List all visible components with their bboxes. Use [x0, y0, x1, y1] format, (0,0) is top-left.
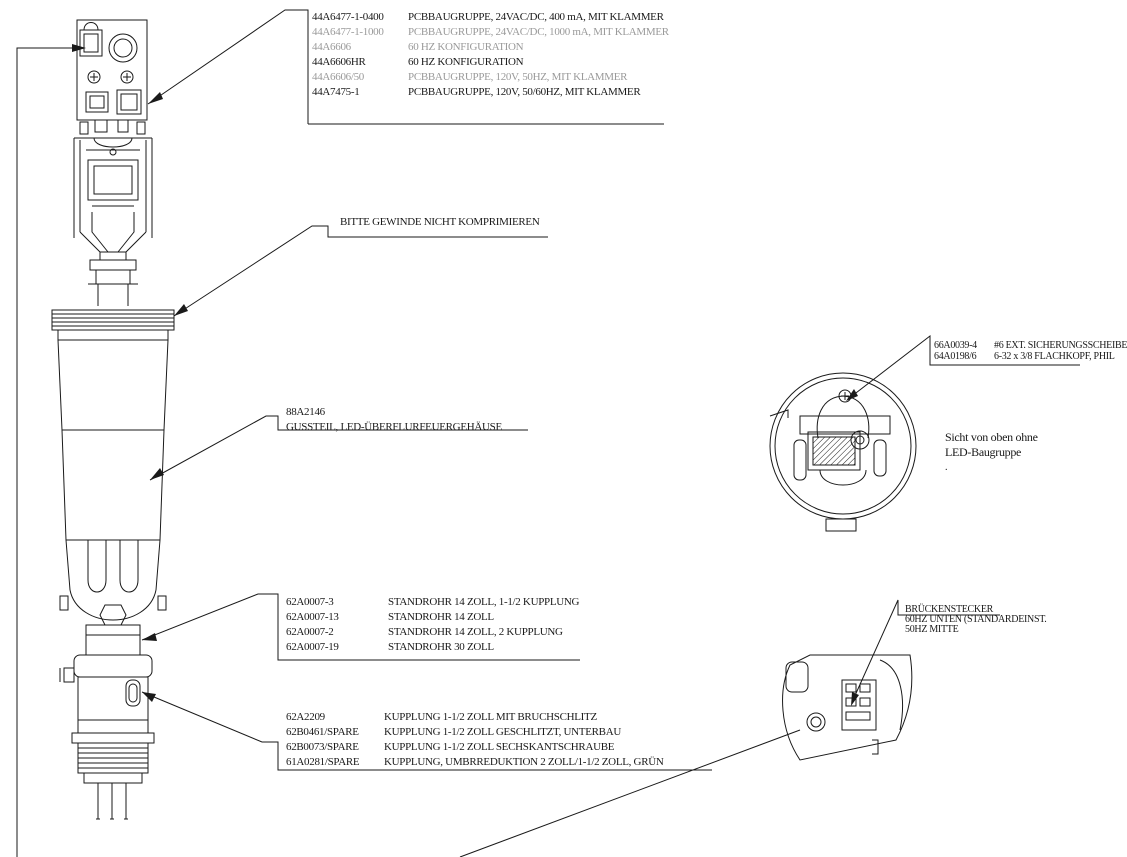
part-row: 44A6477-1-1000 PCBBAUGRUPPE, 24VAC/DC, 10… — [312, 25, 669, 40]
housing-callout: 88A2146 GUSSTEIL, LED-ÜBERFLURFEUERGEHÄU… — [286, 405, 502, 435]
housing-thread — [51, 309, 175, 341]
part-description: 60 HZ KONFIGURATION — [408, 56, 524, 68]
part-number: 62A0007-13 — [286, 611, 339, 623]
caption-line: Sicht von oben ohne — [945, 430, 1038, 444]
part-row: 62B0461/SPARE KUPPLUNG 1-1/2 ZOLL GESCHLI… — [286, 725, 664, 740]
part-number: 44A7475-1 — [312, 86, 360, 98]
caption-line: LED-Baugruppe — [945, 445, 1022, 459]
part-number: 62A0007-3 — [286, 596, 334, 608]
part-description: STANDROHR 30 ZOLL — [388, 641, 494, 653]
lens-flange — [88, 251, 138, 306]
jumper-line: 60HZ UNTEN (STANDARDEINST. — [905, 614, 1047, 625]
leader-lines — [141, 9, 1080, 857]
part-number: 62B0073/SPARE — [286, 741, 359, 753]
jumper-detail — [782, 654, 913, 761]
part-row: 44A6606 60 HZ KONFIGURATION — [312, 40, 669, 55]
part-description: KUPPLUNG 1-1/2 ZOLL MIT BRUCHSCHLITZ — [384, 711, 597, 723]
part-row: 44A6606/50 PCBBAUGRUPPE, 120V, 50HZ, MIT … — [312, 70, 669, 85]
part-number: 66A0039-4 — [934, 340, 977, 351]
part-description: PCBBAUGRUPPE, 24VAC/DC, 1000 mA, MIT KLA… — [408, 26, 669, 38]
pcb-assembly — [76, 19, 148, 135]
part-number: 62A0007-2 — [286, 626, 334, 638]
lamp-bracket — [73, 137, 153, 253]
part-number: 62A0007-19 — [286, 641, 339, 653]
housing-part-number: 88A2146 — [286, 406, 325, 418]
part-description: KUPPLUNG 1-1/2 ZOLL GESCHLITZT, UNTERBAU — [384, 726, 622, 738]
part-number: 44A6477-1-0400 — [312, 11, 384, 23]
part-row: 66A0039-4 #6 EXT. SICHERUNGSSCHEIBE — [934, 338, 1127, 353]
part-number: 62A2209 — [286, 711, 325, 723]
parts-list-tube: 62A0007-3 STANDROHR 14 ZOLL, 1-1/2 KUPPLU… — [286, 595, 580, 655]
part-row: 44A6477-1-0400 PCBBAUGRUPPE, 24VAC/DC, 40… — [312, 10, 669, 25]
fixture-assembly-drawing — [16, 9, 1080, 857]
caption-dot: . — [945, 462, 948, 473]
part-description: STANDROHR 14 ZOLL — [388, 611, 494, 623]
parts-list-screws: 66A0039-4 #6 EXT. SICHERUNGSSCHEIBE 64A01… — [934, 338, 1127, 364]
top-view — [769, 372, 917, 532]
part-row: 44A7475-1 PCBBAUGRUPPE, 120V, 50/60HZ, MI… — [312, 85, 669, 100]
part-description: PCBBAUGRUPPE, 120V, 50/60HZ, MIT KLAMMER — [408, 86, 641, 98]
jumper-line: 50HZ MITTE — [905, 624, 959, 635]
part-description: STANDROHR 14 ZOLL, 1-1/2 KUPPLUNG — [388, 596, 580, 608]
part-description: #6 EXT. SICHERUNGSSCHEIBE — [994, 340, 1127, 351]
part-number: 44A6606 — [312, 41, 351, 53]
parts-list-pcb: 44A6477-1-0400 PCBBAUGRUPPE, 24VAC/DC, 40… — [312, 10, 669, 100]
return-arrow-line — [16, 44, 86, 857]
jumper-line: BRÜCKENSTECKER — [905, 604, 994, 615]
part-row: 64A0198/6 6-32 x 3/8 FLACHKOPF, PHIL — [934, 349, 1115, 364]
part-number: 61A0281/SPARE — [286, 756, 360, 768]
part-row: 62A0007-13 STANDROHR 14 ZOLL — [286, 610, 579, 625]
part-number: 44A6606HR — [312, 56, 366, 68]
part-description: KUPPLUNG 1-1/2 ZOLL SECHSKANTSCHRAUBE — [384, 741, 615, 753]
parts-list-coupling: 62A2209 KUPPLUNG 1-1/2 ZOLL MIT BRUCHSCHL… — [286, 710, 664, 770]
part-row: 62A0007-2 STANDROHR 14 ZOLL, 2 KUPPLUNG — [286, 625, 579, 640]
part-row: 44A6606HR 60 HZ KONFIGURATION — [312, 55, 669, 70]
part-number: 64A0198/6 — [934, 351, 977, 362]
part-description: PCBBAUGRUPPE, 120V, 50HZ, MIT KLAMMER — [408, 71, 628, 83]
housing-body — [57, 339, 169, 626]
part-row: 62A0007-19 STANDROHR 30 ZOLL — [286, 640, 579, 655]
part-description: KUPPLUNG, UMBRREDUKTION 2 ZOLL/1-1/2 ZOL… — [384, 756, 664, 768]
part-number: 44A6477-1-1000 — [312, 26, 384, 38]
jumper-callout: BRÜCKENSTECKER 60HZ UNTEN (STANDARDEINST… — [905, 604, 1047, 635]
part-row: 62A2209 KUPPLUNG 1-1/2 ZOLL MIT BRUCHSCHL… — [286, 710, 664, 725]
thread-note: BITTE GEWINDE NICHT KOMPRIMIEREN — [340, 216, 540, 228]
top-view-caption: Sicht von oben ohne LED-Baugruppe . — [945, 430, 1038, 475]
housing-description: GUSSTEIL, LED-ÜBERFLURFEUERGEHÄUSE — [286, 421, 502, 433]
part-number: 44A6606/50 — [312, 71, 365, 83]
part-number: 62B0461/SPARE — [286, 726, 359, 738]
part-description: STANDROHR 14 ZOLL, 2 KUPPLUNG — [388, 626, 563, 638]
part-row: 61A0281/SPARE KUPPLUNG, UMBRREDUKTION 2 Z… — [286, 755, 664, 770]
part-description: 60 HZ KONFIGURATION — [408, 41, 524, 53]
coupling — [59, 654, 155, 820]
stand-tube — [85, 624, 141, 656]
part-description: 6-32 x 3/8 FLACHKOPF, PHIL — [994, 351, 1115, 362]
part-row: 62A0007-3 STANDROHR 14 ZOLL, 1-1/2 KUPPLU… — [286, 595, 580, 610]
part-description: PCBBAUGRUPPE, 24VAC/DC, 400 mA, MIT KLAM… — [408, 11, 664, 23]
part-row: 62B0073/SPARE KUPPLUNG 1-1/2 ZOLL SECHSKA… — [286, 740, 664, 755]
